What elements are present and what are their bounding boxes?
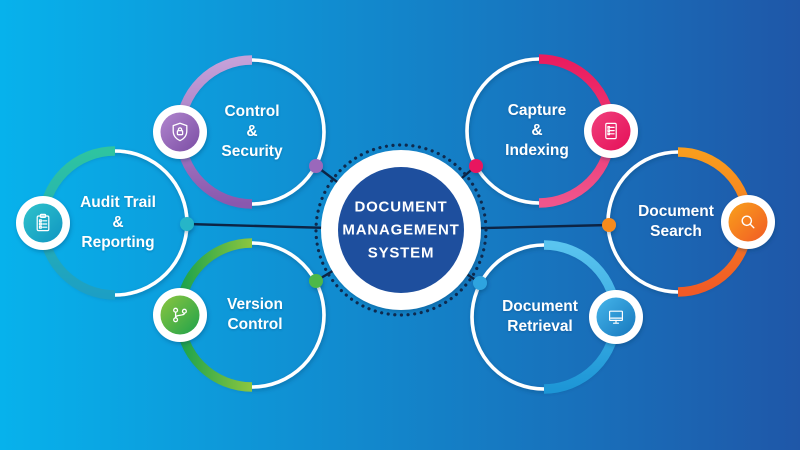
badge-capture-indexing bbox=[584, 104, 638, 158]
dot-search bbox=[602, 218, 616, 232]
center-dotted-border bbox=[314, 143, 488, 317]
badge-control-security bbox=[153, 105, 207, 159]
monitor-icon bbox=[608, 310, 624, 324]
branch-icon bbox=[173, 307, 187, 323]
dot-control bbox=[309, 159, 323, 173]
badge-audit-trail bbox=[16, 196, 70, 250]
center-hub bbox=[314, 143, 488, 317]
connector-dots bbox=[180, 159, 616, 290]
shield-lock-icon bbox=[172, 122, 188, 142]
search-icon bbox=[741, 215, 755, 229]
document-index-icon bbox=[605, 122, 617, 140]
badge-document-retrieval bbox=[589, 290, 643, 344]
dot-version bbox=[309, 274, 323, 288]
badge-version-control bbox=[153, 288, 207, 342]
dot-retrieval bbox=[473, 276, 487, 290]
dot-capture bbox=[469, 159, 483, 173]
node-badges bbox=[16, 104, 775, 344]
dot-audit bbox=[180, 217, 194, 231]
clipboard-checklist-icon bbox=[36, 213, 50, 232]
center-blue-disc bbox=[338, 167, 464, 293]
badge-document-search bbox=[721, 195, 775, 249]
